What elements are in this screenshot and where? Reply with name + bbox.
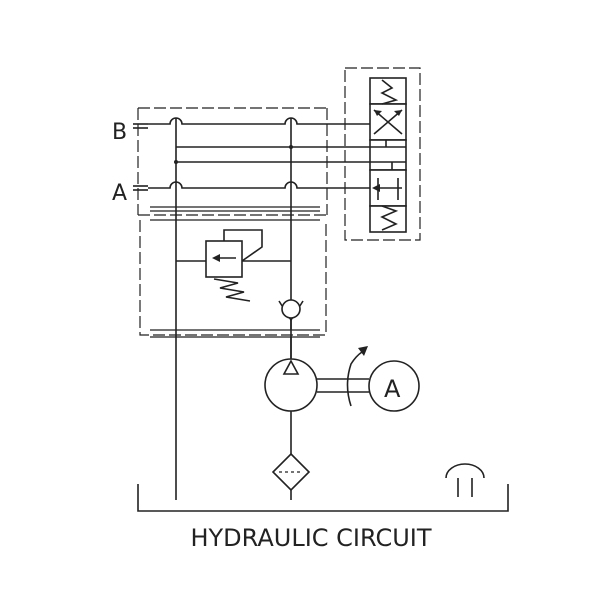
pump (264, 337, 318, 458)
relief-valve (176, 229, 291, 278)
motor-label: A (384, 375, 401, 403)
port-b-label: B (112, 120, 127, 145)
directional-control-valve (342, 67, 421, 241)
rotation-arrow-icon (346, 346, 368, 407)
section-divider-upper (150, 206, 320, 221)
electric-motor: A (368, 360, 420, 412)
port-b-connector (133, 123, 148, 129)
relief-spring-icon (213, 278, 251, 302)
drive-shaft (317, 378, 369, 393)
dcv-lower-spring-icon (380, 205, 399, 231)
diagram-title: HYDRAULIC CIRCUIT (190, 524, 431, 552)
line-a (148, 181, 342, 189)
check-valve (278, 299, 304, 330)
breather-icon (445, 463, 485, 497)
line-b (148, 117, 342, 125)
line-t (174, 160, 342, 164)
dcv-upper-spring-icon (380, 79, 399, 105)
line-p (176, 145, 342, 149)
reservoir (137, 484, 509, 512)
port-a-label: A (112, 181, 127, 206)
relief-valve-block (139, 220, 327, 338)
port-a-connector (133, 185, 148, 191)
suction-filter (271, 452, 311, 500)
